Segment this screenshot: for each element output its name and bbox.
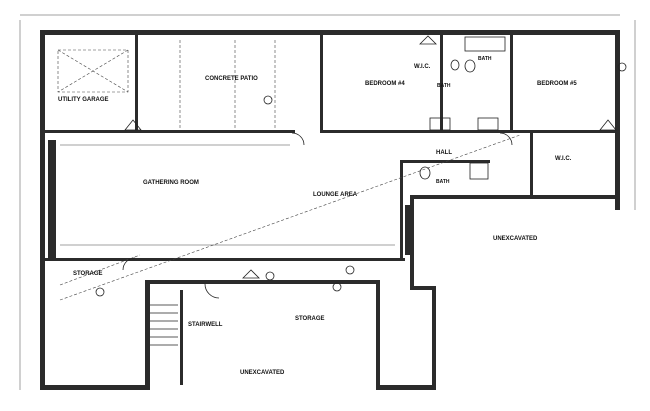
room-label-lounge-area: LOUNGE AREA (313, 192, 358, 198)
exterior-walls (40, 30, 620, 390)
interior-walls (45, 35, 615, 385)
room-label-storage-left: STORAGE (73, 271, 103, 277)
room-label-bath-mid: BATH (437, 83, 451, 89)
room-label-storage-center: STORAGE (295, 316, 325, 322)
patio-grid (179, 40, 276, 128)
room-label-wic-right: W.I.C. (555, 156, 572, 162)
room-label-gathering-room: GATHERING ROOM (143, 180, 199, 186)
room-label-unexcavated-bottom: UNEXCAVATED (240, 370, 285, 376)
room-label-stairwell: STAIRWELL (188, 322, 223, 328)
dimension-lines (19, 14, 636, 390)
stair-treads (150, 304, 178, 346)
room-label-bedroom-5: BEDROOM #5 (537, 81, 577, 87)
room-label-utility-garage: UTILITY GARAGE (58, 97, 109, 103)
room-label-bath-small: BATH (436, 179, 450, 185)
garage-outline (57, 49, 129, 93)
section-lines (59, 134, 521, 301)
room-label-wic-top: W.I.C. (414, 64, 431, 70)
room-label-hall: HALL (436, 150, 452, 156)
room-label-bedroom-4: BEDROOM #4 (365, 81, 405, 87)
door-swing-icon (122, 132, 513, 299)
section-marker-icon (95, 35, 627, 297)
room-label-bath-top: BATH (478, 56, 492, 62)
room-label-concrete-patio: CONCRETE PATIO (205, 76, 258, 82)
fixture-icon (419, 36, 506, 180)
room-label-unexcavated-right: UNEXCAVATED (493, 236, 538, 242)
